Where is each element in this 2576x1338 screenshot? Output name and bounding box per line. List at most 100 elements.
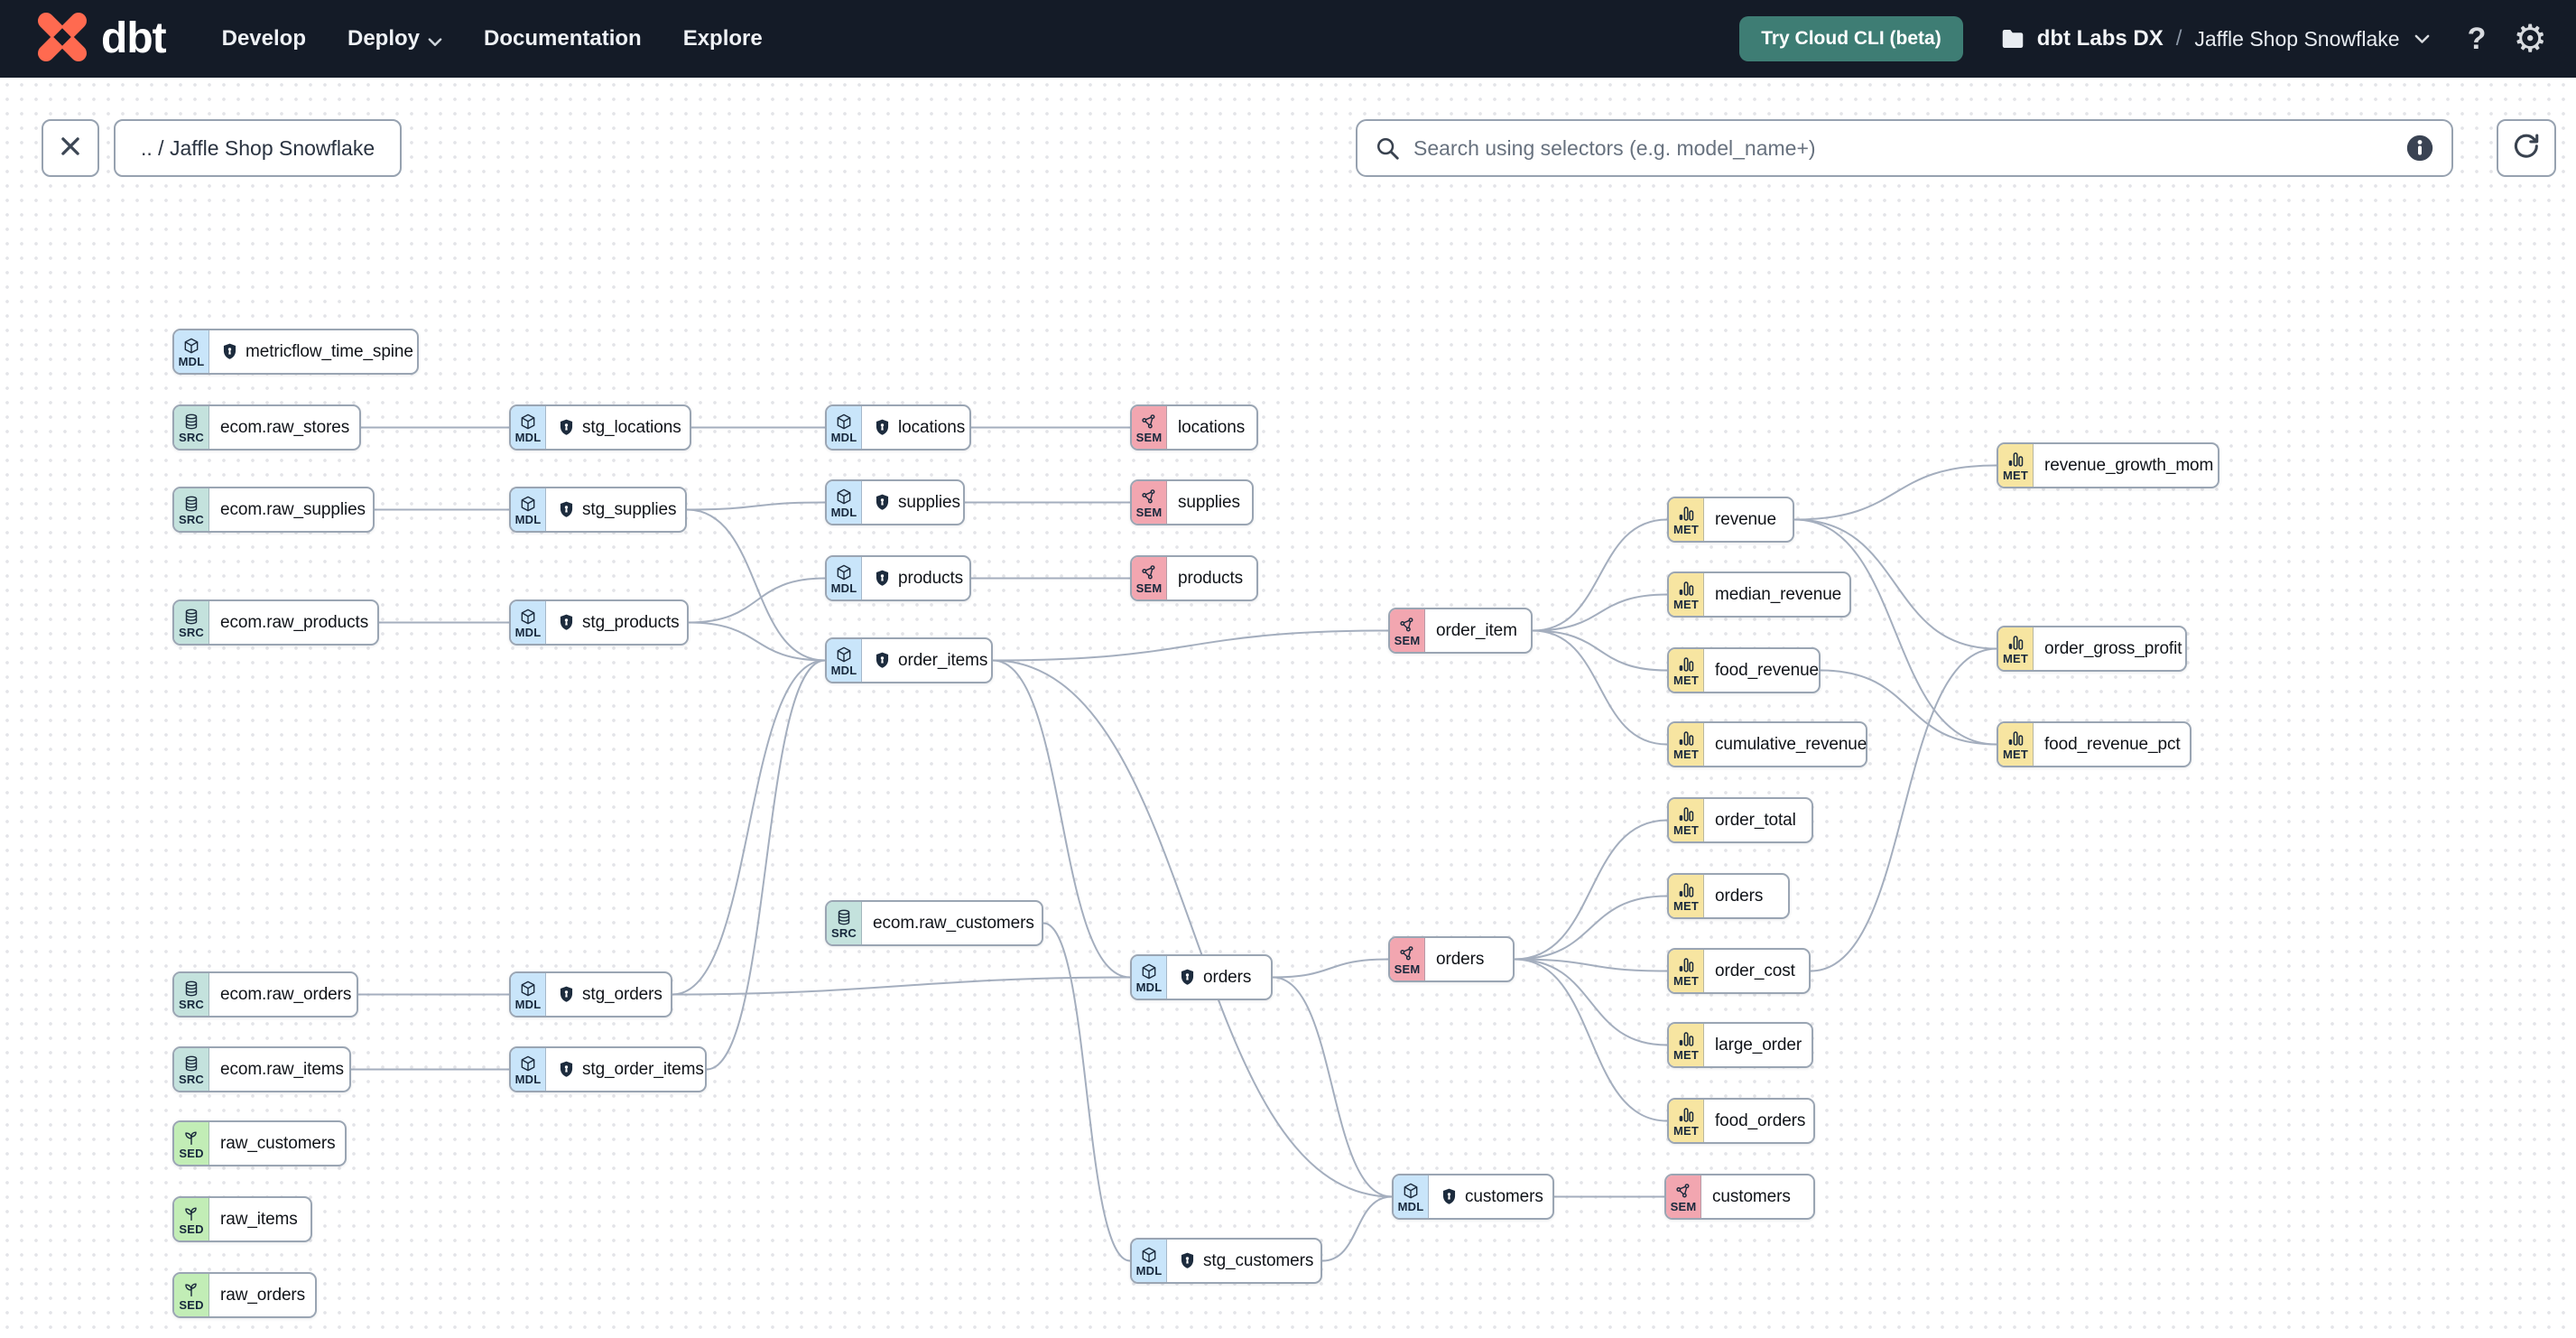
search-icon <box>1374 135 1401 162</box>
semantic-model-icon: SEM <box>1132 481 1167 524</box>
project-chevron-down-icon[interactable] <box>2414 34 2430 44</box>
lineage-node-src_raw_customers[interactable]: SRC ecom.raw_customers <box>825 900 1043 946</box>
node-body: revenue_growth_mom <box>2034 444 2224 487</box>
lineage-edge-met_order_cost--met_order_gross_profit <box>1810 647 1997 972</box>
shield-icon <box>1440 1187 1459 1206</box>
help-icon[interactable]: ? <box>2467 21 2487 56</box>
node-label: ecom.raw_supplies <box>220 499 366 519</box>
node-label: ecom.raw_customers <box>873 913 1034 933</box>
node-label: order_cost <box>1715 961 1795 980</box>
node-label: food_revenue_pct <box>2044 734 2181 754</box>
try-cloud-cli-button[interactable]: Try Cloud CLI (beta) <box>1739 16 1963 61</box>
dbt-logo[interactable]: dbt <box>36 11 167 68</box>
menu-item-develop[interactable]: Develop <box>221 26 306 51</box>
info-icon[interactable] <box>2405 133 2435 163</box>
model-icon: MDL <box>174 330 209 373</box>
close-button[interactable] <box>42 119 99 177</box>
lineage-edge-met_revenue--met_revenue_growth_mom <box>1793 464 1997 521</box>
node-body: stg_orders <box>546 973 673 1016</box>
shield-icon <box>873 651 892 670</box>
seed-icon: SED <box>174 1122 209 1165</box>
selector-search <box>1356 119 2453 177</box>
node-body: supplies <box>862 481 971 524</box>
node-type-label: SRC <box>830 925 857 940</box>
search-input[interactable] <box>1412 135 2394 162</box>
lineage-edge-mdl_stg_customers--mdl_customers <box>1321 1195 1393 1262</box>
node-label: ecom.raw_products <box>220 612 369 632</box>
lineage-edge-sem_order_item--met_revenue <box>1532 518 1668 632</box>
lineage-edge-mdl_orders--mdl_customers <box>1272 976 1393 1198</box>
refresh-button[interactable] <box>2497 119 2556 177</box>
node-type-label: SEM <box>1394 633 1421 647</box>
node-body: order_total <box>1704 799 1812 841</box>
menu-item-documentation[interactable]: Documentation <box>484 26 642 51</box>
model-icon: MDL <box>511 601 546 644</box>
node-type-label: MET <box>1673 1047 1700 1062</box>
menu-item-deploy[interactable]: Deploy <box>347 25 442 53</box>
node-body: stg_customers <box>1167 1240 1324 1282</box>
model-icon: MDL <box>827 557 862 599</box>
node-body: stg_order_items <box>546 1048 715 1091</box>
lineage-edge-mdl_stg_products--mdl_products <box>688 577 826 624</box>
canvas-breadcrumb-button[interactable]: .. / Jaffle Shop Snowflake <box>114 119 403 177</box>
node-type-label: SRC <box>178 430 205 444</box>
node-body: raw_items <box>209 1198 310 1240</box>
project-name[interactable]: Jaffle Shop Snowflake <box>2194 26 2400 51</box>
model-icon: MDL <box>511 488 546 531</box>
node-type-label: MDL <box>1397 1199 1424 1213</box>
gear-icon[interactable]: ⚙ <box>2513 17 2547 60</box>
menu-item-explore[interactable]: Explore <box>682 26 763 51</box>
metric-icon: MET <box>1669 875 1704 917</box>
node-body: metricflow_time_spine <box>209 330 424 373</box>
brand-text: dbt <box>101 14 167 62</box>
node-type-label: MDL <box>514 430 542 444</box>
node-label: order_gross_profit <box>2044 638 2182 658</box>
node-body: orders <box>1425 938 1513 980</box>
account-name[interactable]: dbt Labs DX <box>2036 26 2164 51</box>
node-type-label: SEM <box>1135 581 1163 595</box>
node-type-label: MDL <box>830 505 857 519</box>
source-icon: SRC <box>174 406 209 449</box>
lineage-edge-src_raw_customers--mdl_stg_customers <box>1042 922 1131 1262</box>
